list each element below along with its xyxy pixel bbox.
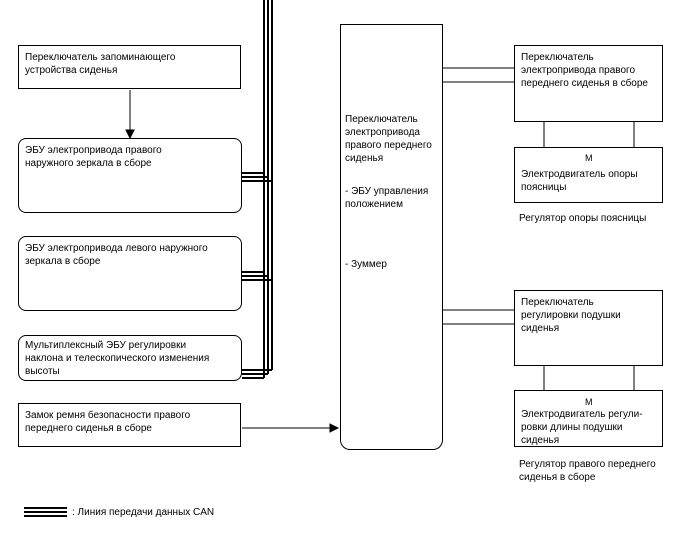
legend-can-symbol (24, 507, 67, 517)
center-switch-title: Переключатель электропривода правого пер… (345, 114, 432, 164)
arrow-memory-to-mirror (125, 90, 135, 140)
arrow-belt-to-center (242, 423, 340, 433)
center-to-right-lines (442, 67, 514, 325)
lumbar-regulator-label: Регулятор опоры поясницы (519, 213, 647, 224)
right-seat-switch-box: Переключатель электропривода правого пер… (514, 45, 663, 122)
lumbar-motor-box: Электродвигатель опоры поясницы (514, 147, 663, 203)
seat-regulator-label: Регулятор правого переднего сиденья в сб… (519, 459, 656, 483)
seat-belt-buckle-box: Замок ремня безопасности правого передне… (18, 403, 241, 447)
lumbar-motor-icon: M (585, 153, 593, 163)
legend-can-label: : Линия передачи данных CAN (72, 507, 215, 518)
memory-switch-box: Переключатель запоминающего устройства с… (18, 45, 241, 89)
cushion-motor-box: Электродвигатель регули- ровки длины под… (514, 390, 663, 447)
cushion-motor-icon: M (585, 397, 593, 407)
cushion-switch-box: Переключатель регулировки подушки сидень… (514, 290, 663, 366)
center-switch-top-border (340, 24, 443, 25)
tilt-tele-ecu-box: Мультиплексный ЭБУ регулировки наклона и… (18, 335, 242, 381)
right-mirror-ecu-box: ЭБУ электропривода правого наружного зер… (18, 138, 242, 213)
center-position-ecu: - ЭБУ управления положением (345, 186, 429, 210)
can-bus-line (242, 0, 273, 379)
center-switch-box (340, 24, 443, 450)
center-buzzer: - Зуммер (345, 259, 387, 270)
left-mirror-ecu-box: ЭБУ электропривода левого наружного зерк… (18, 236, 242, 311)
